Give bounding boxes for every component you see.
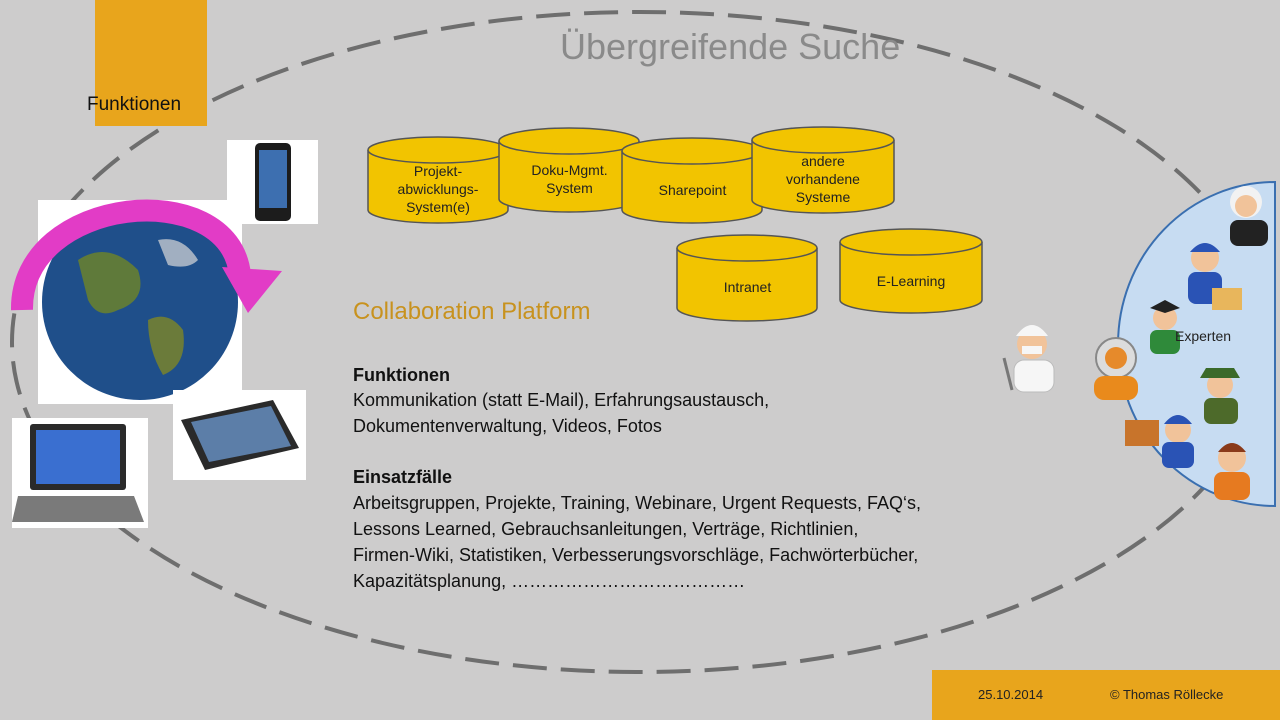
footer-copyright: © Thomas Röllecke (1110, 687, 1224, 702)
smartphone-image (227, 140, 318, 224)
section-tab-label: Funktionen (87, 94, 182, 115)
mechanic-avatar-icon (1125, 415, 1194, 468)
doctor-avatar-icon (1002, 325, 1055, 393)
expert-avatars (1094, 186, 1268, 500)
functions-line: Dokumentenverwaltung, Videos, Fotos (353, 416, 662, 436)
graduate-avatar-icon (1150, 300, 1180, 354)
functions-line: Kommunikation (statt E-Mail), Erfahrungs… (353, 390, 770, 410)
usecases-line: Firmen-Wiki, Statistiken, Verbesserungsv… (353, 545, 919, 565)
functions-heading: Funktionen (353, 365, 450, 385)
worker-avatar-icon (1188, 243, 1242, 310)
astronaut-avatar-icon (1094, 337, 1138, 400)
system-cylinder: Doku-Mgmt. System (498, 127, 641, 215)
platform-title: Collaboration Platform (353, 298, 591, 325)
usecases-heading: Einsatzfälle (353, 467, 453, 487)
system-cylinder: andere vorhandene Systeme (751, 126, 895, 216)
system-cylinder: Intranet (676, 234, 819, 324)
system-label: Projekt- abwicklungs- System(e) (397, 163, 479, 215)
system-label: andere vorhandene Systeme (786, 153, 860, 205)
system-cylinder: Projekt- abwicklungs- System(e) (367, 136, 509, 226)
footer-bar (932, 670, 1280, 720)
laptop-image (12, 418, 148, 528)
system-label: Doku-Mgmt. System (531, 162, 608, 196)
experts-label: Experten (1175, 328, 1232, 344)
judge-avatar-icon (1230, 186, 1268, 246)
system-label: Sharepoint (658, 182, 727, 198)
footer-date: 25.10.2014 (978, 687, 1044, 702)
ranger-avatar-icon (1200, 368, 1240, 424)
tablet-image (173, 390, 306, 480)
craftsman-avatar-icon (1214, 443, 1250, 500)
usecases-line: Kapazitätsplanung, ………………………………… (353, 571, 746, 591)
usecases-line: Lessons Learned, Gebrauchsanleitungen, V… (353, 519, 859, 539)
system-label: Intranet (723, 279, 772, 295)
slide-title: Übergreifende Suche (560, 26, 901, 67)
system-label: E-Learning (876, 273, 946, 289)
usecases-line: Arbeitsgruppen, Projekte, Training, Webi… (353, 493, 921, 513)
section-tab (95, 0, 207, 126)
cycle-arrow-icon (10, 199, 282, 313)
system-cylinder: Sharepoint (621, 137, 764, 226)
system-cylinder: E-Learning (839, 228, 983, 316)
